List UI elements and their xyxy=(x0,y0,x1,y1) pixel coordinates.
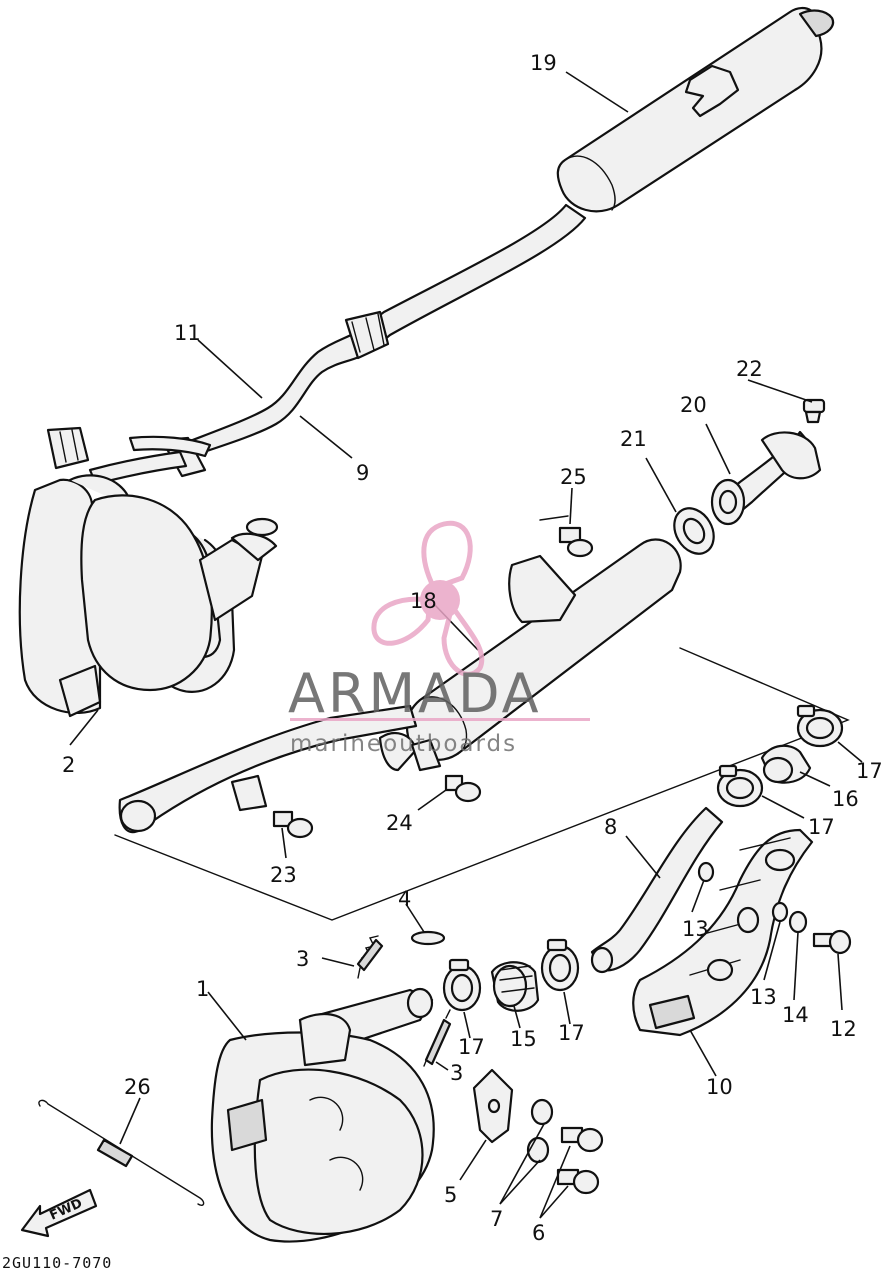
callout-1: 1 xyxy=(196,977,209,1001)
callout-4: 4 xyxy=(398,887,411,911)
clamp-17-upper xyxy=(796,704,844,748)
callout-22: 22 xyxy=(736,357,763,381)
watermark-rule xyxy=(290,718,590,721)
callout-11: 11 xyxy=(174,321,201,345)
callout-6: 6 xyxy=(532,1221,545,1245)
clamp-17-right xyxy=(540,938,580,992)
callout-25: 25 xyxy=(560,465,587,489)
exhaust-pipe-8 xyxy=(590,806,724,974)
callout-7: 7 xyxy=(490,1207,503,1231)
assembly-outline xyxy=(114,647,850,921)
callout-19: 19 xyxy=(530,51,557,75)
watermark-subtitle: marineoutboards xyxy=(290,731,517,757)
gasket-21 xyxy=(673,507,715,555)
exhaust-pipe-9 xyxy=(160,203,587,478)
callout-3-a: 3 xyxy=(296,947,309,971)
callout-5: 5 xyxy=(444,1183,457,1207)
callout-14: 14 xyxy=(782,1003,809,1027)
callout-17-b: 17 xyxy=(808,815,835,839)
washer-14 xyxy=(788,910,808,934)
expansion-chamber-2 xyxy=(18,474,279,718)
bolt-12 xyxy=(812,929,852,955)
fwd-arrow-icon: FWD xyxy=(20,1188,98,1238)
bracket-5 xyxy=(472,1068,514,1144)
callout-17-d: 17 xyxy=(558,1021,585,1045)
clamp-17-left xyxy=(442,958,482,1012)
callout-26: 26 xyxy=(124,1075,151,1099)
callout-12: 12 xyxy=(830,1017,857,1041)
exhaust-pipe-11 xyxy=(46,426,212,486)
gasket-4 xyxy=(410,930,446,946)
bolt-6-lower xyxy=(556,1168,600,1195)
leader-lines xyxy=(69,71,863,1219)
washer-13-upper xyxy=(697,861,715,883)
callout-17-c: 17 xyxy=(458,1035,485,1059)
joint-16 xyxy=(760,744,812,784)
spring-3-lower xyxy=(423,1009,452,1067)
callout-15: 15 xyxy=(510,1027,537,1051)
bolt-23 xyxy=(272,810,314,839)
watermark: ARMADA marineoutboards xyxy=(288,520,590,757)
joint-15 xyxy=(490,961,540,1012)
bolt-6-upper xyxy=(560,1126,604,1153)
tailpipe-20 xyxy=(710,430,822,526)
callout-20: 20 xyxy=(680,393,707,417)
bolt-25 xyxy=(558,526,594,558)
assembly-outline-2 xyxy=(539,515,569,521)
bolt-24 xyxy=(444,774,482,803)
diagram-code: 2GU110-7070 xyxy=(2,1254,112,1272)
callout-10: 10 xyxy=(706,1075,733,1099)
callout-16: 16 xyxy=(832,787,859,811)
callout-18: 18 xyxy=(410,589,437,613)
callout-3-b: 3 xyxy=(450,1061,463,1085)
callout-13-a: 13 xyxy=(682,917,709,941)
heat-guard-10 xyxy=(632,828,814,1037)
washer-13-lower xyxy=(771,901,789,923)
callout-24: 24 xyxy=(386,811,413,835)
callout-2: 2 xyxy=(62,753,75,777)
spring-3-upper xyxy=(356,935,384,979)
callout-13-b: 13 xyxy=(750,985,777,1009)
bolt-22 xyxy=(802,398,826,424)
clamp-17-middle xyxy=(716,764,764,808)
washer-7-upper xyxy=(530,1098,554,1126)
muffler-19 xyxy=(556,6,835,213)
callout-9: 9 xyxy=(356,461,369,485)
callout-8: 8 xyxy=(604,815,617,839)
callout-23: 23 xyxy=(270,863,297,887)
washer-7-lower xyxy=(526,1136,550,1164)
muffler-18 xyxy=(118,538,682,834)
callout-17-a: 17 xyxy=(856,759,881,783)
expansion-chamber-1 xyxy=(210,987,435,1243)
spring-26 xyxy=(38,1099,205,1207)
watermark-brand: ARMADA xyxy=(288,662,542,725)
propeller-logo-icon xyxy=(371,520,485,677)
callout-21: 21 xyxy=(620,427,647,451)
callout-labels: 19 11 9 2 22 20 21 25 18 24 23 17 16 17 … xyxy=(2,51,881,1272)
